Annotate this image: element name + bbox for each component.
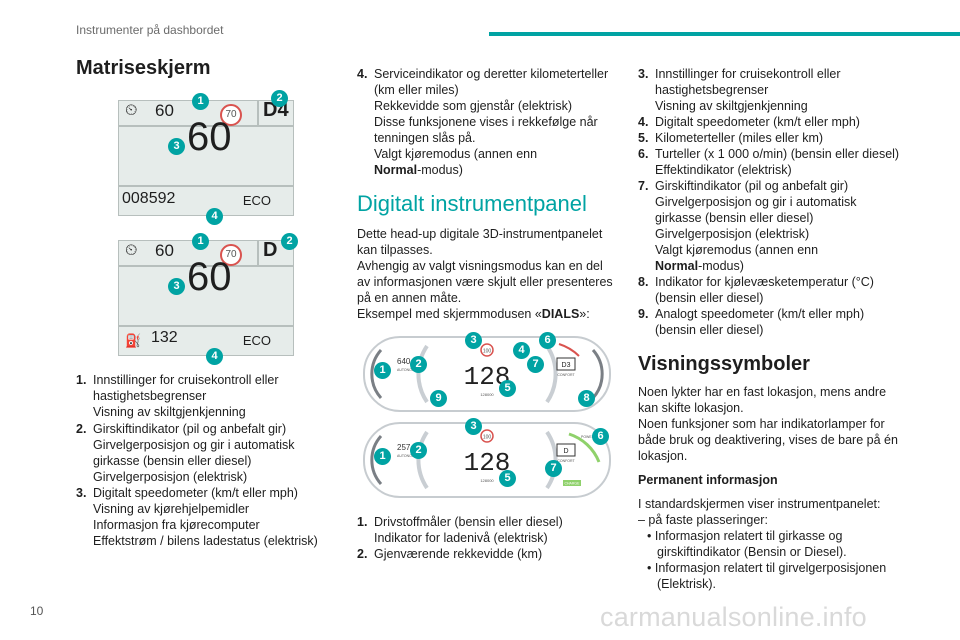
- speed-limit-sign: 70: [220, 244, 242, 266]
- callout-badge: 9: [430, 390, 447, 407]
- matrix-screen-b: ⏲ 60 70 D 60 ⛽ 132 ECO 1 2 3 4: [118, 233, 298, 365]
- section-heading-matrix: Matriseskjerm: [76, 57, 211, 79]
- odometer: 128000: [480, 478, 494, 483]
- cruise-control-icon: ⏲: [125, 242, 138, 259]
- legend-list: 1. Drivstoffmåler (bensin eller diesel) …: [357, 514, 619, 562]
- digital-speed: 60: [187, 255, 232, 299]
- digital-panel-dials-a: 100 128 128000 640 AUTONOMIE D3 CONFORT …: [363, 332, 611, 412]
- odometer: 008592: [122, 190, 176, 207]
- callout-badge: 4: [206, 348, 223, 365]
- speed-limit-sign: 100: [483, 435, 492, 441]
- remaining-range: 257: [397, 443, 411, 452]
- callout-badge: 5: [499, 470, 516, 487]
- list-item: 8. Indikator for kjølevæsketemperatur (°…: [638, 275, 874, 305]
- charge-label: CHARGE: [565, 482, 581, 486]
- callout-badge: 1: [374, 362, 391, 379]
- list-item: 3. Innstillinger for cruisekontroll elle…: [638, 67, 841, 113]
- watermark: carmanualsonline.info: [600, 602, 867, 632]
- digital-speed: 60: [187, 115, 232, 159]
- callout-badge: 3: [465, 418, 482, 435]
- list-item: 9. Analogt speedometer (km/t eller mph) …: [638, 307, 865, 337]
- list-item: • Informasjon relatert til girvelgerposi…: [647, 561, 887, 591]
- odometer: 128000: [480, 392, 494, 397]
- list-item: 4. Digitalt speedometer (km/t eller mph): [638, 115, 860, 129]
- section-heading-digital: Digitalt instrumentpanel: [357, 191, 587, 216]
- remaining-range: 132: [151, 329, 178, 346]
- header-accent-bar: [489, 32, 960, 36]
- callout-badge: 2: [410, 442, 427, 459]
- callout-badge: 3: [168, 138, 185, 155]
- speed-limit-sign: 100: [483, 349, 492, 355]
- intro-paragraph: Dette head-up digitale 3D-instrumentpane…: [357, 227, 613, 321]
- callout-badge: 5: [499, 380, 516, 397]
- column-1: Matriseskjerm ⏲ 60 70 D4 60 008592 ECO 1…: [76, 56, 338, 549]
- power-label: POWER: [581, 435, 595, 439]
- drive-mode: ECO: [242, 333, 271, 348]
- callout-badge: 1: [192, 233, 209, 250]
- callout-badge: 4: [513, 342, 530, 359]
- cruise-speed: 60: [155, 241, 174, 260]
- column-3: 3. Innstillinger for cruisekontroll elle…: [638, 66, 906, 592]
- callout-badge: 7: [545, 460, 562, 477]
- callout-badge: 6: [592, 428, 609, 445]
- gear-indicator: D3: [562, 362, 571, 369]
- callout-badge: 3: [465, 332, 482, 349]
- list-item: • Informasjon relatert til girkasse og g…: [647, 529, 847, 559]
- digital-panel-dials-b: 100 128 128000 257 AUTONOMIE D CONFORT P…: [363, 418, 611, 498]
- matrix-screen-a: ⏲ 60 70 D4 60 008592 ECO 1 2 3 4: [118, 90, 294, 225]
- callout-badge: 4: [206, 208, 223, 225]
- list-item: 2. Girskiftindikator (pil og anbefalt gi…: [76, 422, 295, 484]
- list-item: 1. Innstillinger for cruisekontroll elle…: [76, 373, 279, 419]
- gear-indicator: D: [263, 239, 278, 261]
- gear-indicator: D: [563, 448, 568, 455]
- drive-mode: ECO: [242, 193, 271, 208]
- column-2: 4. Serviceindikator og deretter kilomete…: [357, 66, 619, 562]
- callout-badge: 1: [374, 448, 391, 465]
- callout-badge: 2: [271, 90, 288, 107]
- callout-badge: 2: [410, 356, 427, 373]
- section-heading-symbols: Visningssymboler: [638, 353, 810, 375]
- list-item: 2. Gjenværende rekkevidde (km): [357, 547, 543, 561]
- list-item: 4. Serviceindikator og deretter kilomete…: [357, 67, 609, 177]
- drive-mode: CONFORT: [557, 459, 575, 463]
- cruise-speed: 60: [155, 101, 174, 120]
- list-item: 3. Digitalt speedometer (km/t eller mph)…: [76, 486, 318, 548]
- list-item: 1. Drivstoffmåler (bensin eller diesel) …: [357, 515, 563, 545]
- range-label: AUTONOMIE: [397, 368, 419, 372]
- callout-badge: 8: [578, 390, 595, 407]
- subheading-permanent: Permanent informasjon: [638, 473, 778, 487]
- charging-icon: ⛽: [125, 333, 142, 348]
- callout-badge: 2: [281, 233, 298, 250]
- callout-badge: 1: [192, 93, 209, 110]
- callout-badge: 6: [539, 332, 556, 349]
- list-item: 7. Girskiftindikator (pil og anbefalt gi…: [638, 179, 857, 273]
- callout-badge: 3: [168, 278, 185, 295]
- remaining-range: 640: [397, 357, 411, 366]
- callout-badge: 7: [527, 356, 544, 373]
- speed-limit-sign: 70: [220, 104, 242, 126]
- list-item: 6. Turteller (x 1 000 o/min) (bensin ell…: [638, 147, 900, 177]
- page-header: Instrumenter på dashbordet: [76, 23, 224, 37]
- page-number: 10: [30, 604, 44, 618]
- legend-list: 1. Innstillinger for cruisekontroll elle…: [76, 372, 338, 549]
- list-item: 5. Kilometerteller (miles eller km): [638, 131, 824, 145]
- cruise-control-icon: ⏲: [125, 102, 138, 119]
- range-label: AUTONOMIE: [397, 454, 419, 458]
- drive-mode: CONFORT: [557, 373, 575, 377]
